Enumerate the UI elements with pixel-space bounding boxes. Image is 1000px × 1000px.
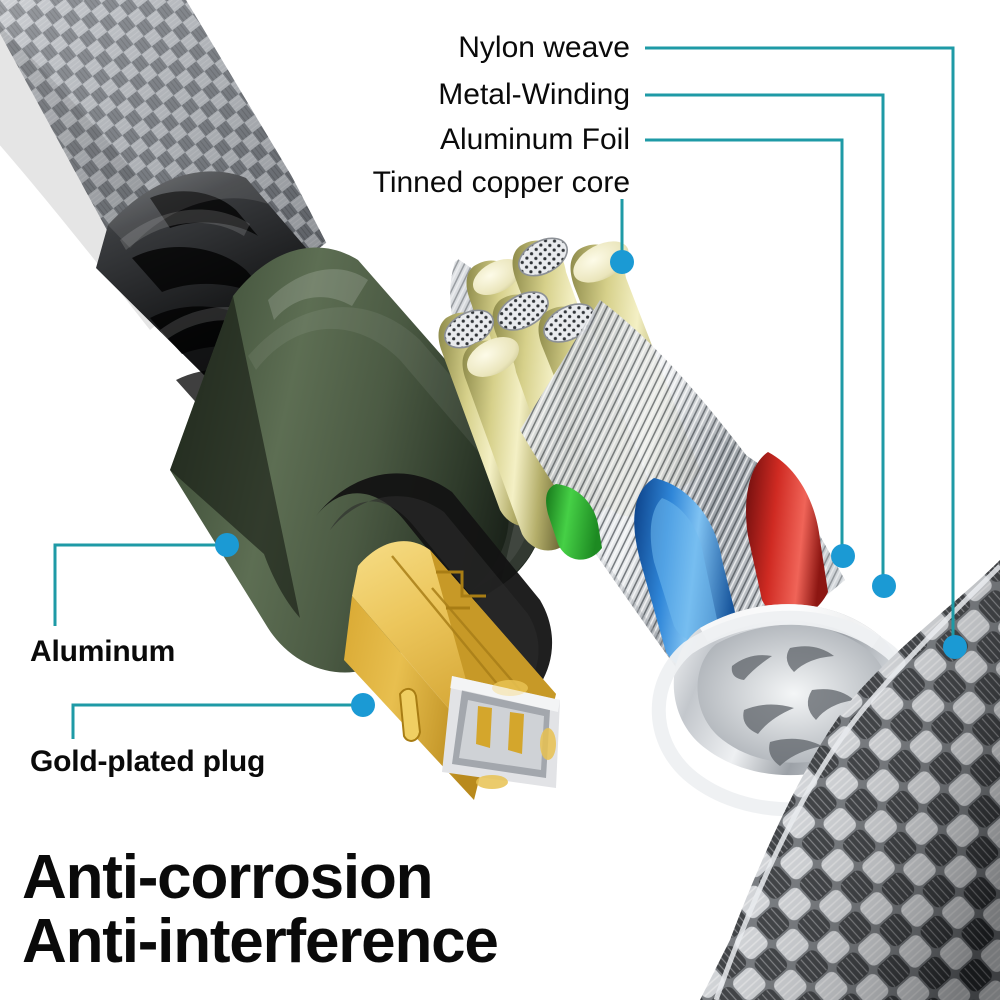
leader-line-nylon-weave	[645, 46, 955, 642]
braid-highlight	[713, 564, 1000, 1000]
leader-line-aluminum-foil	[645, 138, 844, 550]
callout-label-tinned-copper-core: Tinned copper core	[372, 166, 630, 199]
leader-dot-tinned-copper-core	[610, 250, 634, 274]
gold-plated-plug	[344, 541, 560, 800]
callout-label-metal-winding: Metal-Winding	[438, 78, 630, 111]
headline-line-1: Anti-corrosion	[22, 843, 434, 912]
leader-dot-metal-winding	[872, 574, 896, 598]
callout-label-gold-plated-plug: Gold-plated plug	[30, 745, 266, 778]
leader-dot-aluminum-foil	[831, 544, 855, 568]
leader-dot-aluminum	[215, 533, 239, 557]
headline-line-2: Anti-interference	[22, 906, 499, 976]
leader-line-metal-winding	[645, 93, 885, 580]
cable-cutaway	[438, 237, 927, 817]
headline: Anti-corrosion Anti-interference	[22, 843, 499, 976]
callout-label-aluminum: Aluminum	[30, 635, 176, 668]
callout-label-aluminum-foil: Aluminum Foil	[439, 123, 630, 156]
callout-label-nylon-weave: Nylon weave	[458, 31, 630, 64]
leader-line-aluminum	[53, 543, 221, 626]
leader-dot-gold-plated-plug	[351, 693, 375, 717]
leader-line-gold-plated-plug	[71, 703, 357, 739]
leader-dot-nylon-weave	[943, 635, 967, 659]
